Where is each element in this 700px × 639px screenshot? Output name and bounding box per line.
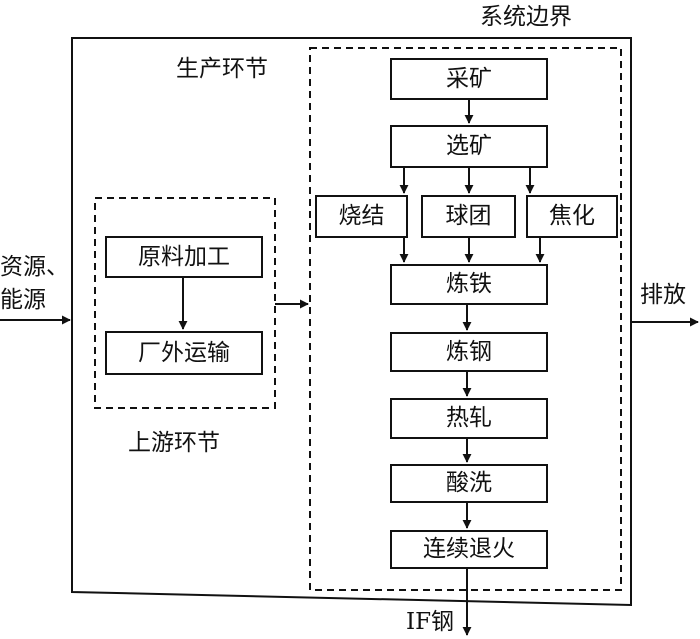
input-label-line2: 能源 <box>0 287 46 313</box>
output-label: 排放 <box>640 282 686 308</box>
input-label-line1: 资源、 <box>0 254 69 280</box>
step-steelmaking: 炼钢 <box>390 332 548 372</box>
step-offsite-transport: 厂外运输 <box>105 331 263 375</box>
upstream-stage-frame <box>94 197 276 409</box>
production-stage-frame <box>309 47 622 591</box>
system-boundary-frame <box>71 37 632 607</box>
system-boundary-label: 系统边界 <box>480 4 572 30</box>
step-pelletizing: 球团 <box>421 195 516 238</box>
upstream-stage-label: 上游环节 <box>128 430 220 456</box>
product-label: IF钢 <box>406 609 455 635</box>
step-hot-rolling: 热轧 <box>390 398 548 439</box>
production-stage-label: 生产环节 <box>176 56 268 82</box>
step-raw-material-processing: 原料加工 <box>105 236 263 278</box>
step-continuous-annealing: 连续退火 <box>390 530 548 569</box>
step-ironmaking: 炼铁 <box>390 264 548 305</box>
step-pickling: 酸洗 <box>390 464 548 503</box>
step-sintering: 烧结 <box>315 195 408 238</box>
step-coking: 焦化 <box>526 195 618 238</box>
step-beneficiation: 选矿 <box>390 125 548 168</box>
step-mining: 采矿 <box>390 58 548 100</box>
